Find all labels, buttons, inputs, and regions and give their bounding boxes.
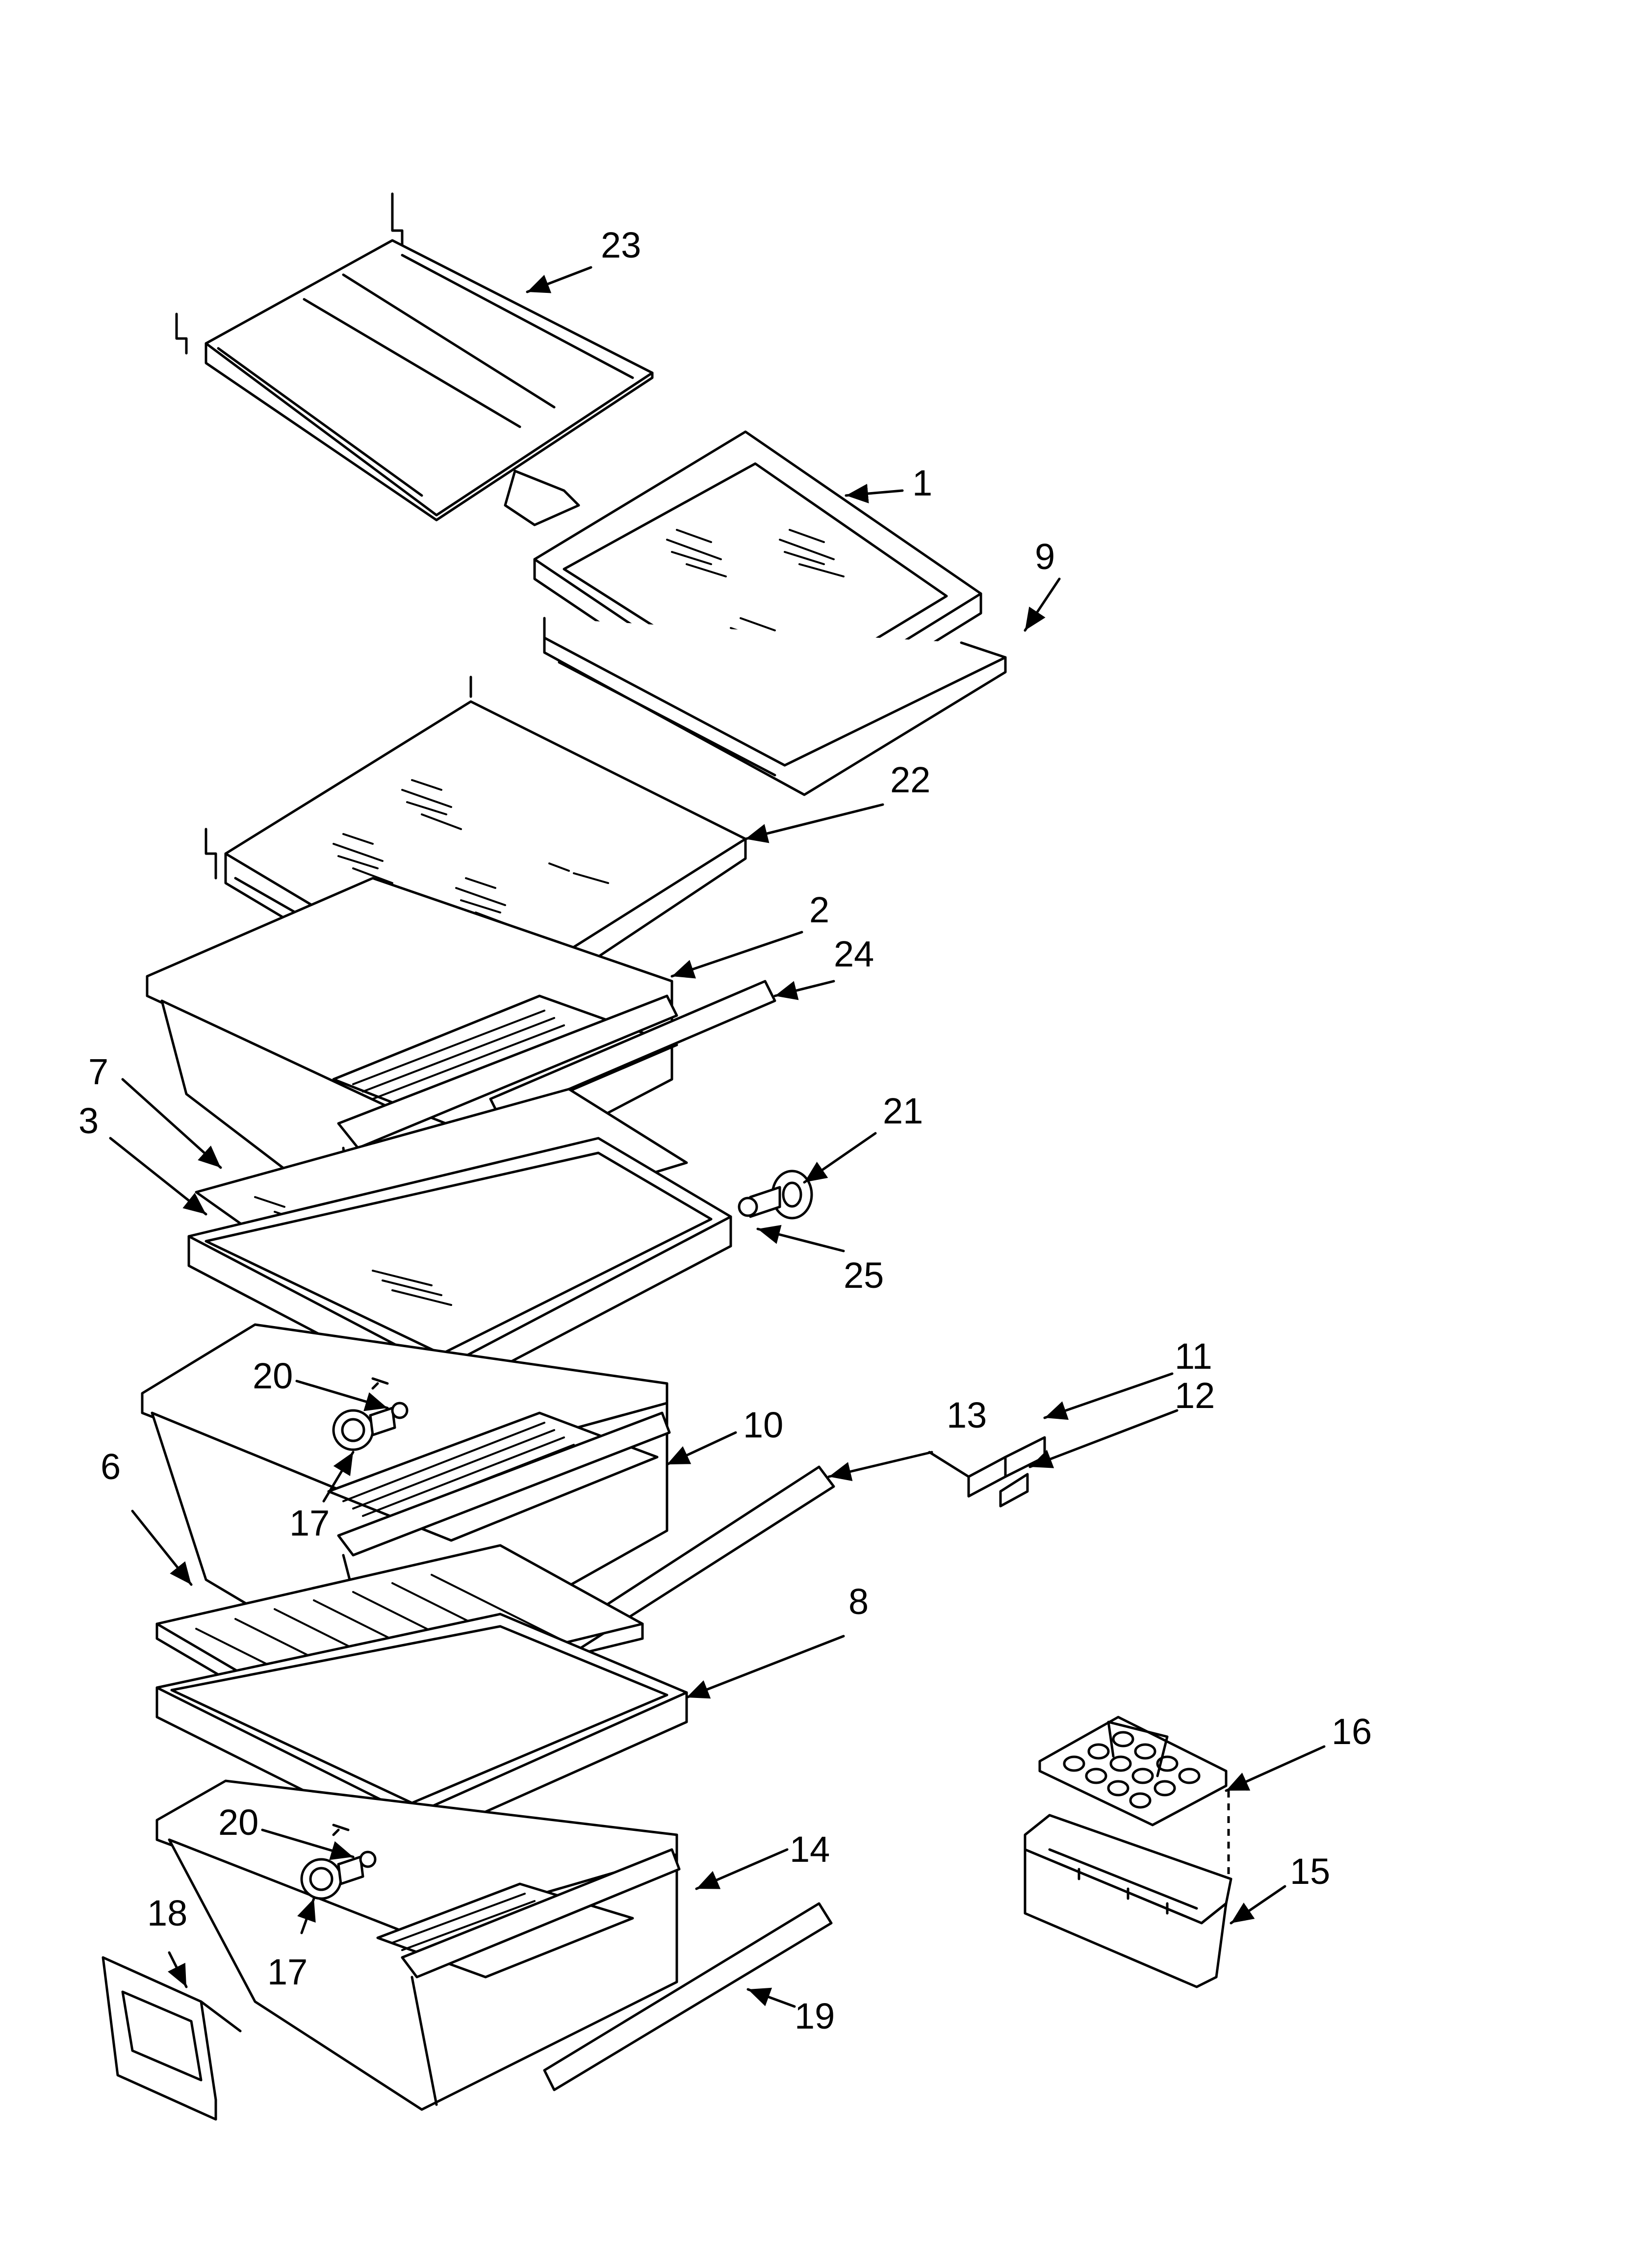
callout-14: 14 — [790, 1829, 830, 1870]
part-23-shelf-frame — [175, 192, 654, 526]
callout-22: 22 — [890, 759, 930, 800]
callout-20-lower: 20 — [218, 1802, 258, 1843]
callout-21: 21 — [883, 1091, 923, 1131]
leader-lines — [109, 266, 1326, 2008]
part-18-label-holder — [102, 1956, 242, 2121]
part-15-egg-bin — [1024, 1814, 1232, 1988]
callout-18: 18 — [147, 1893, 187, 1933]
callout-12: 12 — [1175, 1375, 1215, 1416]
part-21-25-roller — [738, 1170, 813, 1220]
callout-9: 9 — [1035, 536, 1055, 577]
callout-labels: 23 1 9 22 2 24 7 3 21 25 11 12 13 10 20 … — [78, 225, 1372, 2036]
part-11-12-brackets — [967, 1436, 1046, 1508]
part-14-crisper-drawer — [155, 1779, 681, 2111]
callout-2: 2 — [809, 889, 829, 930]
callout-15: 15 — [1290, 1851, 1330, 1892]
callout-6: 6 — [101, 1446, 121, 1487]
part-17-20-wheel-lower — [300, 1851, 377, 1900]
part-2-crisper-drawer — [146, 877, 678, 1238]
callout-7: 7 — [88, 1051, 108, 1092]
callout-17-lower: 17 — [267, 1952, 308, 1992]
callout-19: 19 — [795, 1996, 835, 2036]
part-9-shelf-frame — [543, 617, 1007, 796]
part-17-20-wheel-upper — [332, 1402, 409, 1451]
callout-1: 1 — [912, 463, 932, 503]
callout-25: 25 — [844, 1255, 884, 1296]
callout-24: 24 — [834, 934, 874, 974]
callout-13: 13 — [947, 1395, 987, 1435]
callout-11: 11 — [1175, 1336, 1212, 1377]
callout-23: 23 — [601, 225, 641, 265]
part-16-egg-tray — [1038, 1716, 1228, 1826]
callout-16: 16 — [1332, 1711, 1372, 1752]
callout-20-upper: 20 — [253, 1356, 293, 1396]
callout-3: 3 — [78, 1100, 99, 1141]
callout-10: 10 — [743, 1405, 783, 1445]
callout-8: 8 — [848, 1581, 869, 1622]
part-19-trim — [543, 1902, 833, 2091]
callout-17-upper: 17 — [289, 1503, 330, 1543]
